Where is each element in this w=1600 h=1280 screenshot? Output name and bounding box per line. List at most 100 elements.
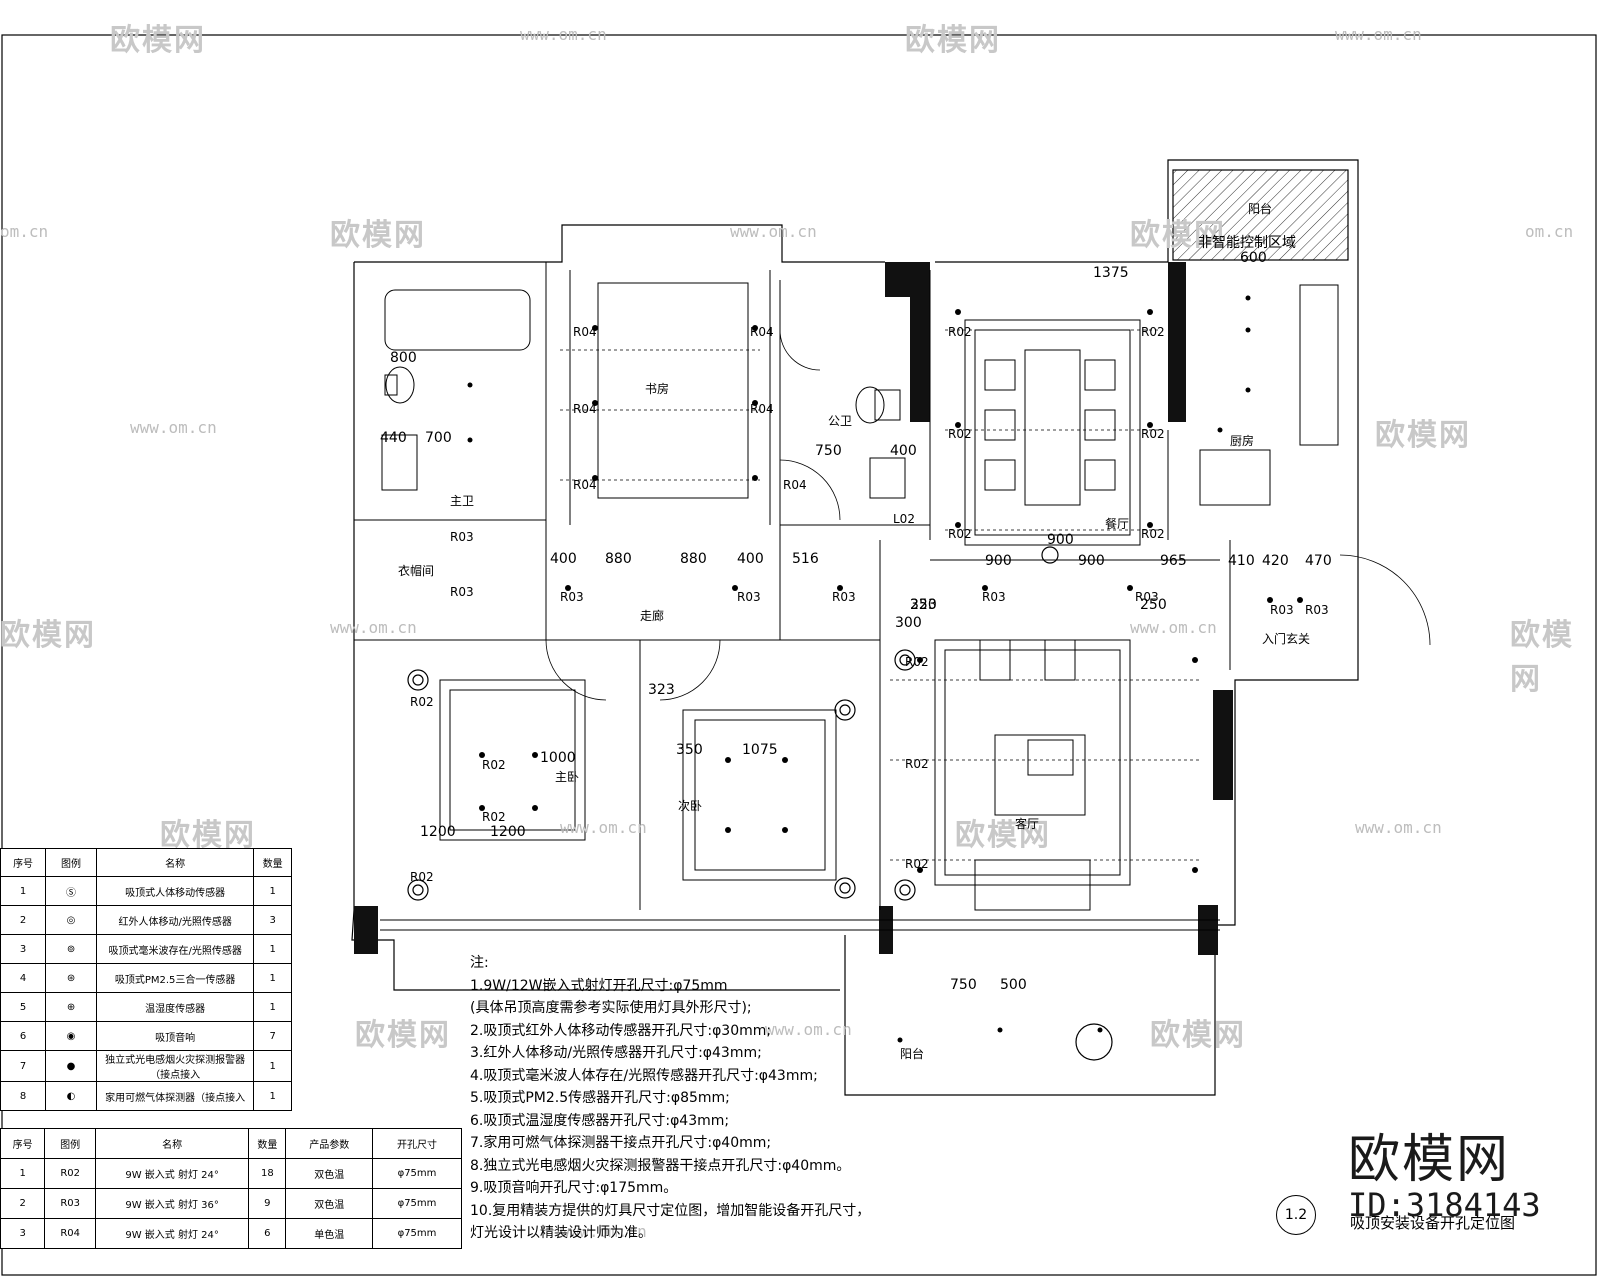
- pm25-sensor-icon: ⊛: [45, 963, 97, 993]
- legend-hole: φ75mm: [372, 1158, 462, 1189]
- legend-name: 吸顶式人体移动传感器: [95, 876, 255, 906]
- legend-no: 4: [0, 963, 47, 993]
- legend-qty: 1: [253, 1050, 292, 1082]
- legend-no: 1: [0, 876, 47, 906]
- dim: 500: [1000, 977, 1027, 993]
- light-tag: R02: [1141, 527, 1165, 541]
- light-tag: R02: [905, 857, 929, 871]
- legend-header: 产品参数: [285, 1128, 374, 1159]
- watermark-logo: 欧模网: [1375, 418, 1471, 453]
- room-label-second-bath: 公卫: [828, 414, 853, 428]
- legend-name: 吸顶音响: [95, 1021, 255, 1051]
- room-label-master-bed: 主卧: [555, 770, 580, 784]
- legend-qty: 6: [248, 1218, 287, 1249]
- motion-sensor-icon: Ⓢ: [45, 876, 97, 906]
- legend-name: 家用可燃气体探测器（接点接入: [95, 1081, 255, 1111]
- note-line: (具体吊顶高度需参考实际使用灯具外形尺寸);: [470, 1000, 752, 1016]
- dim: 1200: [420, 824, 456, 840]
- legend-qty: 18: [248, 1158, 287, 1189]
- dim: 880: [680, 551, 707, 567]
- room-label-study: 书房: [645, 382, 670, 396]
- legend-qty: 3: [253, 905, 292, 935]
- watermark-logo: 欧模网: [0, 618, 96, 653]
- spotlight-code: R03: [44, 1188, 96, 1219]
- legend-qty: 1: [253, 934, 292, 964]
- light-tag: R02: [1141, 325, 1165, 339]
- light-tag: R03: [450, 530, 474, 544]
- legend-name: 温湿度传感器: [95, 992, 255, 1022]
- watermark-url: www.om.cn: [560, 1222, 647, 1241]
- legend-name: 9W 嵌入式 射灯 36°: [94, 1188, 250, 1219]
- light-tag: R02: [905, 655, 929, 669]
- light-tag: R02: [410, 870, 434, 884]
- speaker-icon: ◉: [45, 1021, 97, 1051]
- note-line: 3.红外人体移动/光照传感器开孔尺寸:φ43mm;: [470, 1045, 762, 1061]
- note-line: 7.家用可燃气体探测器干接点开孔尺寸:φ40mm;: [470, 1135, 772, 1151]
- legend-hole: φ75mm: [372, 1188, 462, 1219]
- legend-no: 2: [0, 905, 47, 935]
- dim: 700: [425, 430, 452, 446]
- note-line: 5.吸顶式PM2.5传感器开孔尺寸:φ85mm;: [470, 1090, 730, 1106]
- light-tag: R04: [573, 478, 597, 492]
- legend-param: 单色温: [285, 1218, 374, 1249]
- legend-no: 6: [0, 1021, 47, 1051]
- gas-detector-icon: ◐: [45, 1081, 97, 1111]
- legend-header: 开孔尺寸: [372, 1128, 462, 1159]
- legend-header: 图例: [44, 1128, 96, 1159]
- drawing-title: 吸顶安装设备开孔定位图: [1350, 1214, 1516, 1232]
- legend-header: 序号: [0, 848, 47, 877]
- room-label-corridor: 走廊: [640, 609, 665, 623]
- legend-qty: 7: [253, 1021, 292, 1051]
- light-tag: R03: [1135, 590, 1159, 604]
- watermark-url: www.om.cn: [330, 618, 417, 637]
- legend-header: 数量: [253, 848, 292, 877]
- dim: 350: [676, 742, 703, 758]
- light-tag: R02: [948, 427, 972, 441]
- watermark-logo: 欧模网: [905, 23, 1001, 58]
- room-label-cloak: 衣帽间: [398, 564, 435, 578]
- watermark-url: www.om.cn: [765, 1020, 852, 1039]
- legend-hole: φ75mm: [372, 1218, 462, 1249]
- humidity-sensor-icon: ⊕: [45, 992, 97, 1022]
- notes-title: 注:: [470, 955, 489, 971]
- dim: 900: [1047, 532, 1074, 548]
- watermark-url: www.om.cn: [130, 418, 217, 437]
- note-line: 9.吸顶音响开孔尺寸:φ175mm。: [470, 1180, 678, 1196]
- legend-qty: 1: [253, 963, 292, 993]
- dim: 900: [985, 553, 1012, 569]
- dim: 250: [1140, 597, 1167, 613]
- legend-no: 5: [0, 992, 47, 1022]
- spotlight-code: R04: [44, 1218, 96, 1249]
- light-tag: R02: [948, 527, 972, 541]
- dim: 750: [815, 443, 842, 459]
- light-tag: R02: [482, 758, 506, 772]
- dim: 420: [1262, 553, 1289, 569]
- dim: 516: [792, 551, 819, 567]
- watermark-url: www.om.cn: [1335, 25, 1422, 44]
- dim: 1000: [540, 750, 576, 766]
- legend-qty: 9: [248, 1188, 287, 1219]
- watermark-url: www.om.cn: [1130, 618, 1217, 637]
- dim: 470: [1305, 553, 1332, 569]
- dim: 250: [910, 597, 937, 613]
- legend-param: 双色温: [285, 1158, 374, 1189]
- dim: 400: [890, 443, 917, 459]
- light-tag: R04: [750, 325, 774, 339]
- watermark-url: www.om.cn: [730, 222, 817, 241]
- legend-qty: 1: [253, 1081, 292, 1111]
- dim: 1200: [490, 824, 526, 840]
- light-tag: R03: [737, 590, 761, 604]
- light-tag: R02: [410, 695, 434, 709]
- brand-id: ID:3184143: [1348, 1186, 1541, 1224]
- watermark-logo: 欧模网: [1510, 618, 1574, 697]
- light-tag: R03: [450, 585, 474, 599]
- dim: 300: [895, 615, 922, 631]
- room-label-second-bed: 次卧: [678, 799, 703, 813]
- legend-header: 名称: [95, 848, 255, 877]
- legend-qty: 1: [253, 992, 292, 1022]
- light-tag: R04: [573, 402, 597, 416]
- light-tag: R03: [560, 590, 584, 604]
- room-label-master-bath: 主卫: [450, 494, 475, 508]
- spotlight-code: R02: [44, 1158, 96, 1189]
